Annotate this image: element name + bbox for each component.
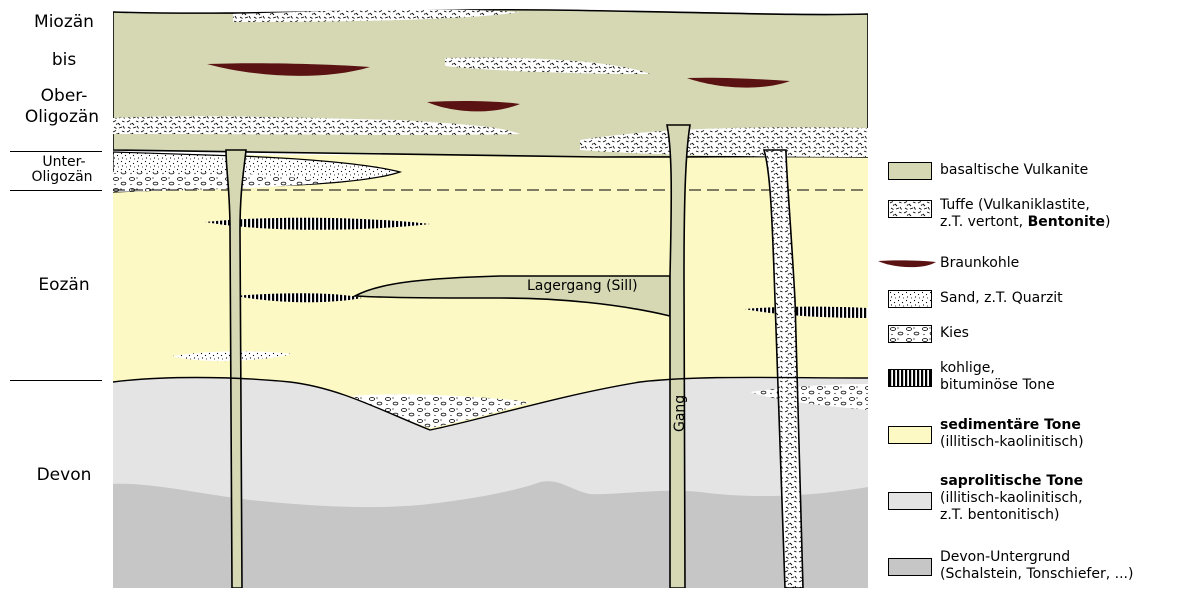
legend-devon-line2: (Schalstein, Tonschiefer, ...) xyxy=(940,566,1133,583)
legend-coal: Braunkohle xyxy=(888,255,1178,295)
swatch-sand xyxy=(888,290,932,308)
swatch-saprolite xyxy=(888,492,932,510)
age-oligozaen-lower: Oligozän xyxy=(14,170,110,185)
legend-sediment-line2: (illitisch-kaolinitisch) xyxy=(940,434,1084,451)
legend-tuff-line2: z.T. vertont, xyxy=(940,214,1028,230)
legend-coaly-clay: kohlige, bituminöse Tone xyxy=(888,360,1178,400)
legend-tuff-bentonite: Bentonite xyxy=(1028,214,1105,230)
legend-devon: Devon-Untergrund (Schalstein, Tonschiefe… xyxy=(888,549,1178,589)
age-miozaen: Miozän xyxy=(24,12,104,32)
swatch-kies xyxy=(888,325,932,343)
age-rule-2 xyxy=(10,190,102,191)
age-bis: bis xyxy=(24,50,104,70)
legend-sediment-line1: sedimentäre Tone xyxy=(940,417,1081,433)
legend-sand-text: Sand, z.T. Quarzit xyxy=(940,290,1063,306)
swatch-devon xyxy=(888,558,932,576)
legend-saprolite-line3: z.T. bentonitisch) xyxy=(940,507,1083,524)
swatch-coal xyxy=(878,258,936,270)
legend-tuff-close: ) xyxy=(1105,214,1110,230)
legend-sediment: sedimentäre Tone (illitisch-kaolinitisch… xyxy=(888,417,1178,457)
legend-devon-line1: Devon-Untergrund xyxy=(940,549,1133,566)
swatch-coaly-clay xyxy=(888,369,932,387)
legend-tuff: Tuffe (Vulkaniklastite, z.T. vertont, Be… xyxy=(888,197,1178,237)
legend-coaly-clay-line1: kohlige, xyxy=(940,360,1055,377)
swatch-basalt xyxy=(888,162,932,180)
legend-saprolite: saprolitische Tone (illitisch-kaolinitis… xyxy=(888,473,1178,513)
legend-basalt-text: basaltische Vulkanite xyxy=(940,162,1088,178)
age-rule-1 xyxy=(10,151,102,152)
swatch-sediment xyxy=(888,426,932,444)
legend-saprolite-line1: saprolitische Tone xyxy=(940,473,1083,489)
legend-basalt: basaltische Vulkanite xyxy=(888,162,1178,202)
legend-coal-text: Braunkohle xyxy=(940,255,1019,271)
age-eozaen: Eozän xyxy=(24,275,104,295)
legend-kies: Kies xyxy=(888,325,1178,365)
legend-coaly-clay-line2: bituminöse Tone xyxy=(940,377,1055,394)
age-ober: Ober- xyxy=(24,86,104,106)
age-devon: Devon xyxy=(24,465,104,485)
legend-saprolite-line2: (illitisch-kaolinitisch, xyxy=(940,490,1083,507)
legend-sand: Sand, z.T. Quarzit xyxy=(888,290,1178,330)
sill-label: Lagergang (Sill) xyxy=(527,278,638,294)
legend-tuff-line1: Tuffe (Vulkaniklastite, xyxy=(940,197,1110,214)
age-rule-3 xyxy=(10,380,102,381)
age-unter: Unter- xyxy=(24,155,104,170)
swatch-tuff xyxy=(888,200,932,218)
age-oligozaen-upper: Oligozän xyxy=(14,107,110,127)
gang-label: Gang xyxy=(672,395,688,432)
legend-kies-text: Kies xyxy=(940,325,969,341)
